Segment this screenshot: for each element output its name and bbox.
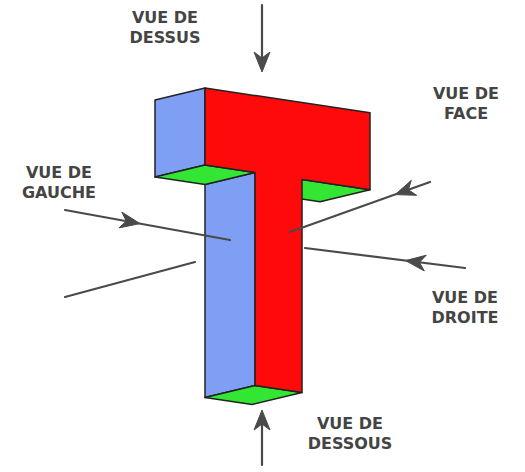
view-arrows (65, 5, 465, 465)
view-label: VUE DE GAUCHE (4, 163, 114, 203)
arrow-line (65, 210, 230, 240)
arrow-head (254, 52, 270, 72)
arrow-line (305, 248, 465, 268)
arrow-head (395, 180, 417, 195)
arrow-head (254, 410, 270, 430)
arrow-line (261, 424, 263, 465)
arrow-line (65, 262, 195, 297)
arrow-head (119, 212, 140, 228)
arrow-heads (119, 52, 426, 430)
side-face (155, 88, 205, 177)
arrow-head (406, 255, 427, 271)
arrow-line (261, 5, 263, 60)
view-label: VUE DE DROITE (409, 288, 521, 328)
view-label: VUE DE FACE (411, 84, 521, 124)
view-label: VUE DE DESSOUS (292, 414, 408, 454)
t-solid (155, 88, 370, 405)
view-label: VUE DE DESSUS (110, 8, 220, 48)
side-face (205, 173, 255, 398)
